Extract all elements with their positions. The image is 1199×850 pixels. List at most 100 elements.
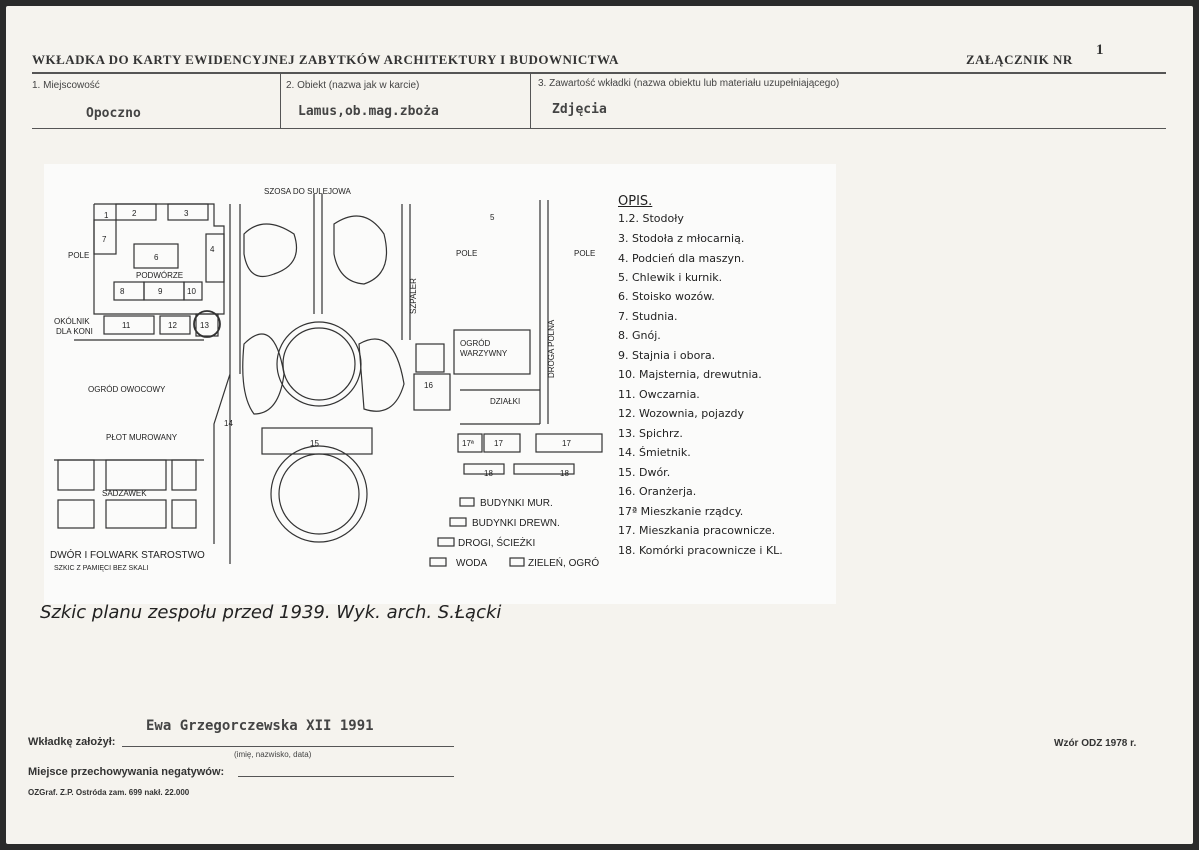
num-17a: 17ª [462,439,474,448]
num-15: 15 [310,439,319,448]
prepared-by-label: Wkładkę założył: [28,736,116,748]
podworze-label: PODWÓRZE [136,271,183,280]
opis-item-15: 16. Oranżerja. [618,485,697,498]
opis-item-17: 17. Mieszkania pracownicze. [618,524,776,537]
ogrod-warzywny-label-2: WARZYWNY [460,349,508,358]
building-16 [413,373,451,411]
legend-roads-label: DROGI, ŚCIEŻKI [458,536,535,549]
plan-caption-1: DWÓR I FOLWARK STAROSTWO [50,548,205,561]
building-6 [133,243,179,269]
attachment-label: ZAŁĄCZNIK NR [966,52,1073,67]
field-2-label: 2. Obiekt (nazwa jak w karcie) [286,80,420,91]
num-13: 13 [200,321,209,330]
num-2: 2 [132,209,137,218]
num-11: 11 [122,321,131,330]
printer-note: OZGraf. Z.P. Ostróda zam. 699 nakł. 22.0… [28,788,190,797]
num-3: 3 [184,209,189,218]
park-path-north [313,194,323,314]
road-label: SZOSA DO SULEJOWA [264,187,351,196]
negative-storage-label: Miejsce przechowywania negatywów: [28,766,225,778]
plan-caption: Szkic planu zespołu przed 1939. Wyk. arc… [40,602,502,623]
legend-wood-label: BUDYNKI DREWN. [472,518,560,529]
legend-swatch-water [429,557,447,567]
legend-water-label: WODA [456,558,487,569]
park-grove-3 [242,333,285,415]
building-10 [183,281,203,301]
dzialki-label: DZIAŁKI [490,397,520,406]
prepared-by-hint: (imię, nazwisko, data) [234,750,312,759]
pond-6 [171,499,197,529]
num-16: 16 [424,381,433,390]
num-12: 12 [168,321,177,330]
manor-house [261,427,373,455]
legend-swatch-brick [459,497,475,507]
prepared-by-line [122,746,454,747]
okolnik-label: OKÓLNIK [54,317,90,326]
opis-item-18: 18. Komórki pracownicze i KL. [618,544,783,557]
building-18a [463,463,505,475]
opis-item-10: 11. Owczarnia. [618,388,700,401]
park-circle-north [276,321,362,407]
greenhouse-building [415,343,445,373]
opis-item-11: 12. Wozownia, pojazdy [618,407,744,420]
site-plan-photo: SZOSA DO SULEJOWA POLE POLE POLE PODWÓRZ… [44,164,836,604]
pond-1 [57,459,95,491]
opis-item-7: 8. Gnój. [618,329,661,342]
legend-swatch-roads [437,537,455,547]
park-grove-1 [243,223,298,278]
num-17b: 17 [494,439,503,448]
opis-item-13: 14. Śmietnik. [618,446,691,459]
field-1-label: 1. Miejscowość [32,80,100,91]
plan-caption-2: SZKIC Z PAMIĘCI BEZ SKALI [54,565,148,572]
num-8: 8 [120,287,125,296]
legend-swatch-wood [449,517,467,527]
building-2 [115,203,157,221]
sheet-title: WKŁADKA DO KARTY EWIDENCYJNEJ ZABYTKÓW A… [32,52,619,67]
building-7 [93,219,117,255]
field-3-label: 3. Zawartość wkładki (nazwa obiektu lub … [538,78,840,89]
building-17c [535,433,603,453]
building-3 [167,203,209,221]
building-4 [205,233,225,283]
pole-right-label: POLE [574,249,595,258]
attachment-number: 1 [1096,42,1104,58]
droga-polna-label: DROGA POLNA [547,319,556,378]
form-template-label: Wzór ODZ 1978 r. [1054,738,1137,749]
field-1-value: Opoczno [86,106,141,121]
park-path-west [213,204,241,564]
opis-item-5: 6. Stoisko wozów. [618,290,715,303]
sadzawek-label: SADZAWEK [102,489,147,498]
site-plan-sketch: SZOSA DO SULEJOWA POLE POLE POLE PODWÓRZ… [50,187,603,572]
park-circle-north-inner [282,327,356,401]
record-sheet: WKŁADKA DO KARTY EWIDENCYJNEJ ZABYTKÓW A… [6,6,1193,844]
legend-swatch-green [509,557,525,567]
legend-green-label: ZIELEŃ, OGRÓ [528,556,599,569]
pole-left-label: POLE [68,251,89,260]
park-grove-2 [333,215,388,285]
opis-item-6: 7. Studnia. [618,310,678,323]
num-9: 9 [158,287,163,296]
field-2-value: Lamus,ob.mag.zboża [298,104,439,119]
num-14: 14 [224,419,233,428]
building-17b [483,433,521,453]
num-1: 1 [104,211,109,220]
ogrod-owocowy-label: OGRÓD OWOCOWY [88,385,166,394]
legend-brick-label: BUDYNKI MUR. [480,498,553,509]
opis-item-4: 5. Chlewik i kurnik. [618,271,723,284]
num-17c: 17 [562,439,571,448]
park-grove-4 [358,338,405,412]
building-8 [113,281,145,301]
num-5: 5 [490,213,495,222]
park-circle-south [270,445,368,543]
num-10: 10 [187,287,196,296]
highlight-circle [193,310,221,338]
vegetable-garden [453,329,531,375]
ogrod-warzywny-label-1: OGRÓD [460,339,490,348]
building-13 [195,313,219,337]
opis-title: OPIS. [618,194,653,209]
header-rule [32,72,1166,74]
building-12 [159,315,191,335]
park-circle-south-inner [278,453,360,535]
farmyard-outline [93,203,225,315]
opis-item-2: 3. Stodoła z młocarnią. [618,232,745,245]
